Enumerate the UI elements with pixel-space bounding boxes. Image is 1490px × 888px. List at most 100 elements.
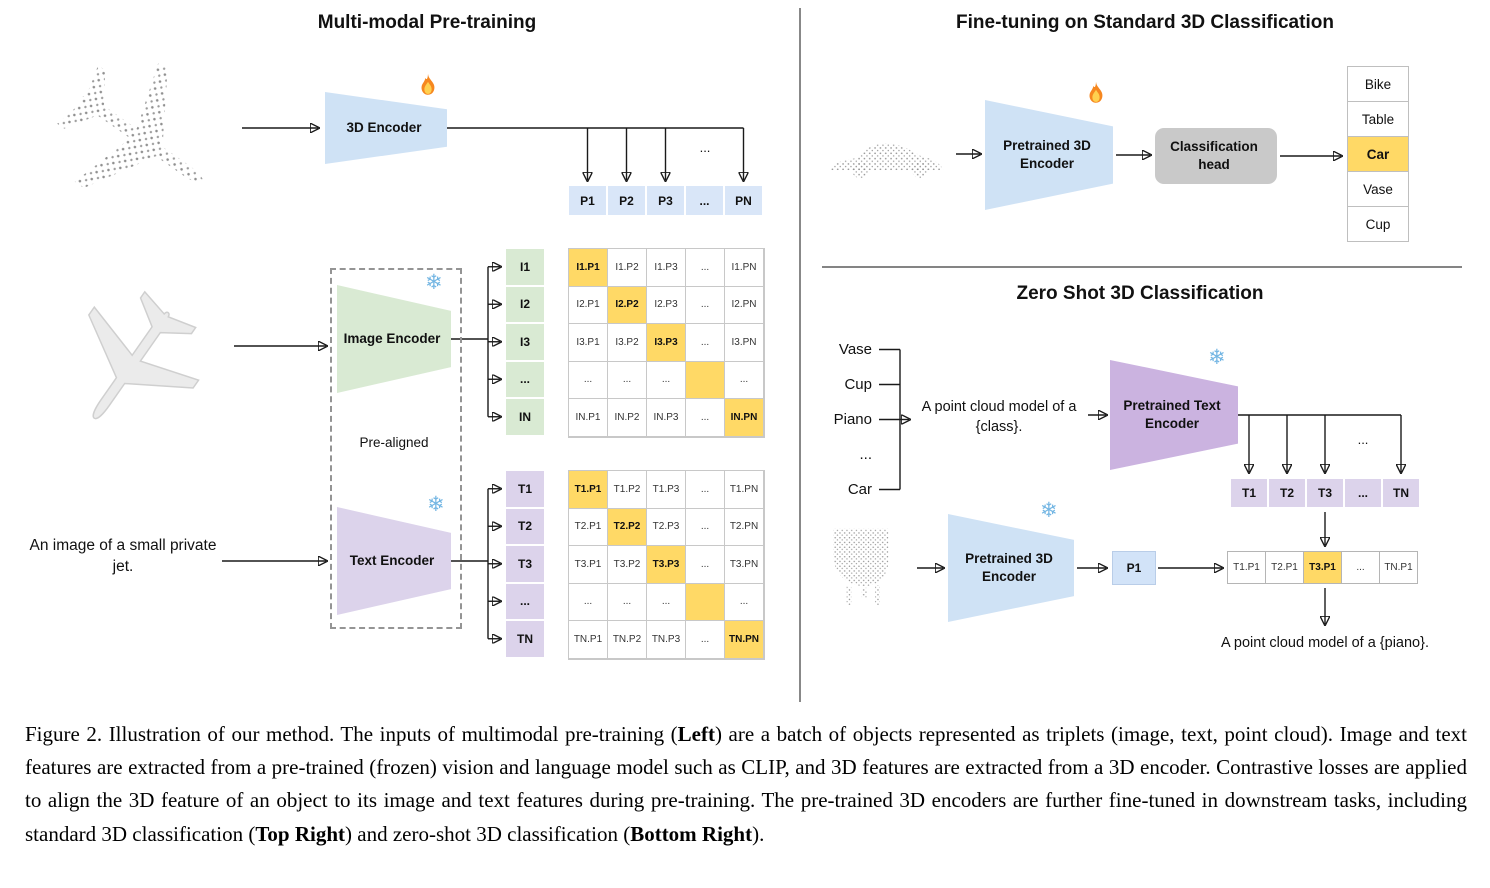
3d-encoder-label: 3D Encoder bbox=[346, 120, 422, 136]
matrix-cell: IN.P3 bbox=[647, 399, 686, 437]
t-cell: ... bbox=[1344, 478, 1382, 508]
t-cell: T3 bbox=[1306, 478, 1344, 508]
matrix-cell: T3.PN bbox=[725, 546, 764, 584]
matrix-cell: TN.P2 bbox=[608, 621, 647, 659]
encoder-label: Pretrained 3D Encoder bbox=[965, 551, 1053, 584]
similarity-cell: T2.P1 bbox=[1265, 551, 1304, 584]
p1-cell: P1 bbox=[1112, 551, 1156, 585]
similarity-cell: TN.P1 bbox=[1379, 551, 1418, 584]
car-point-cloud bbox=[831, 143, 944, 179]
matrix-cell: I3.P1 bbox=[569, 324, 608, 362]
zs-prompt-text: A point cloud model of a {class}. bbox=[921, 399, 1077, 435]
pretrained-3d-encoder-finetune: Pretrained 3D Encoder bbox=[985, 100, 1113, 210]
matrix-cell: ... bbox=[608, 361, 647, 399]
i-cell: I3 bbox=[505, 323, 545, 361]
text-encoder-label: Text Encoder bbox=[349, 553, 435, 569]
matrix-cell: ... bbox=[647, 583, 686, 621]
matrix-cell: T3.P1 bbox=[569, 546, 608, 584]
matrix-cell: TN.PN bbox=[725, 621, 764, 659]
image-encoder-label: Image Encoder bbox=[343, 331, 441, 347]
matrix-cell: IN.P1 bbox=[569, 399, 608, 437]
caption-segment: Figure 2. Illustration of our method. Th… bbox=[25, 722, 678, 746]
caption-bold-segment: Top Right bbox=[255, 821, 346, 846]
branch-ellipsis: ... bbox=[1357, 432, 1369, 447]
matrix-cell: IN.PN bbox=[725, 399, 764, 437]
matrix-cell: I3.PN bbox=[725, 324, 764, 362]
piano-point-cloud bbox=[833, 528, 889, 605]
matrix-cell: ... bbox=[686, 399, 725, 437]
similarity-cell: T1.P1 bbox=[1227, 551, 1266, 584]
pretrained-text-encoder: Pretrained Text Encoder bbox=[1110, 360, 1238, 470]
matrix-cell: T1.P2 bbox=[608, 471, 647, 509]
t-cell: T3 bbox=[505, 545, 545, 583]
class-cell: Vase bbox=[1347, 171, 1409, 207]
p-cell: P3 bbox=[646, 185, 685, 216]
matrix-cell: I2.PN bbox=[725, 286, 764, 324]
matrix-cell: T2.P1 bbox=[569, 508, 608, 546]
matrix-cell: I2.P2 bbox=[608, 286, 647, 324]
pretrained-text-encoder-label: Pretrained Text Encoder bbox=[1123, 398, 1221, 431]
matrix-cell: I1.P1 bbox=[569, 249, 608, 287]
matrix-cell: T2.PN bbox=[725, 508, 764, 546]
p-cell: PN bbox=[724, 185, 763, 216]
t-cell: T1 bbox=[505, 470, 545, 508]
zeroshot-title: Zero Shot 3D Classification bbox=[1016, 283, 1264, 304]
pretraining-title: Multi-modal Pre-training bbox=[317, 12, 537, 33]
class-name: Cup bbox=[844, 376, 872, 393]
pretrained-3d-encoder-zeroshot: Pretrained 3D Encoder bbox=[948, 514, 1074, 622]
matrix-cell: T3.P2 bbox=[608, 546, 647, 584]
matrix-cell: TN.P1 bbox=[569, 621, 608, 659]
encoder-label: Pretrained 3D Encoder bbox=[1003, 138, 1091, 171]
similarity-cell: T3.P1 bbox=[1303, 551, 1342, 584]
p-cell: P1 bbox=[568, 185, 607, 216]
finetune-title: Fine-tuning on Standard 3D Classificatio… bbox=[956, 12, 1334, 33]
matrix-cell: ... bbox=[686, 249, 725, 287]
snowflake-icon: ❄ bbox=[425, 270, 443, 294]
airplane-photo bbox=[87, 290, 200, 420]
matrix-cell: ... bbox=[569, 583, 608, 621]
matrix-cell: ... bbox=[686, 546, 725, 584]
matrix-cell: ... bbox=[725, 361, 764, 399]
matrix-cell bbox=[686, 583, 725, 621]
matrix-cell: I1.P3 bbox=[647, 249, 686, 287]
matrix-cell: IN.P2 bbox=[608, 399, 647, 437]
airplane-point-cloud bbox=[57, 61, 203, 189]
matrix-cell: T2.P3 bbox=[647, 508, 686, 546]
i-cell: I2 bbox=[505, 285, 545, 323]
fire-icon bbox=[421, 73, 435, 95]
classification-head: Classification head bbox=[1155, 128, 1277, 184]
snowflake-icon: ❄ bbox=[1040, 498, 1058, 522]
caption-segment: ) are a batch of objects represented as … bbox=[25, 722, 1467, 846]
class-cell: Bike bbox=[1347, 66, 1409, 102]
fire-icon bbox=[1089, 81, 1103, 103]
t-cell: ... bbox=[505, 582, 545, 620]
caption-bold-segment: Bottom Right bbox=[630, 821, 753, 846]
matrix-cell: ... bbox=[569, 361, 608, 399]
class-cell: Table bbox=[1347, 101, 1409, 137]
class-name: Piano bbox=[833, 411, 872, 428]
matrix-cell: ... bbox=[686, 471, 725, 509]
class-name: Vase bbox=[838, 341, 872, 358]
classification-head-label: Classification head bbox=[1170, 139, 1258, 172]
p-cell: ... bbox=[685, 185, 724, 216]
class-cell: Car bbox=[1347, 136, 1409, 172]
matrix-cell: ... bbox=[686, 621, 725, 659]
t-cell: TN bbox=[505, 620, 545, 658]
t-cell: T2 bbox=[505, 507, 545, 545]
caption-segment: ). bbox=[752, 821, 765, 846]
similarity-cell: ... bbox=[1341, 551, 1380, 584]
t-cell: TN bbox=[1382, 478, 1420, 508]
image-caption-text: An image of a small private jet. bbox=[29, 537, 217, 575]
matrix-cell: T3.P3 bbox=[647, 546, 686, 584]
i-cell: IN bbox=[505, 398, 545, 436]
matrix-cell: I1.P2 bbox=[608, 249, 647, 287]
figure-caption: Figure 2. Illustration of our method. Th… bbox=[25, 718, 1467, 851]
i-cell: ... bbox=[505, 360, 545, 398]
prealigned-box bbox=[330, 268, 462, 629]
